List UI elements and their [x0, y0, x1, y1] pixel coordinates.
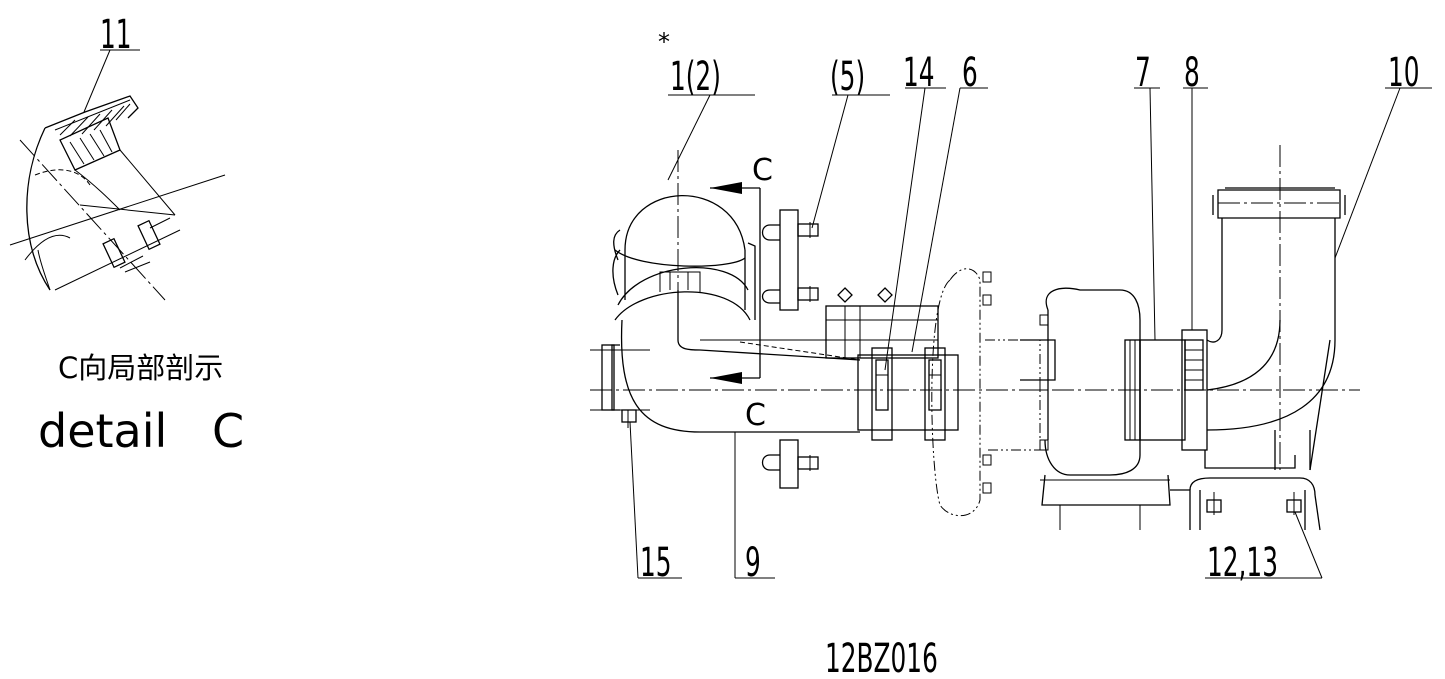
- bracket: [761, 209, 819, 489]
- elbow-duct: [590, 290, 861, 433]
- hose-clamps: [825, 287, 959, 441]
- callout-10: 10: [1388, 49, 1420, 96]
- callout-11: 11: [100, 11, 132, 58]
- detail-en-word: detail: [38, 404, 167, 458]
- leader-lines: [629, 87, 1432, 579]
- outlet-elbow: [1206, 187, 1346, 471]
- section-mark-upper: C: [752, 153, 773, 188]
- callout-5: (5): [830, 53, 865, 100]
- main-assembly: [590, 87, 1432, 579]
- section-mark-lower: C: [745, 398, 766, 433]
- air-cleaner: [612, 182, 761, 384]
- callout-9: 9: [745, 539, 761, 586]
- callout-7: 7: [1135, 49, 1151, 96]
- callout-14: 14: [903, 49, 935, 96]
- callout-6: 6: [962, 49, 978, 96]
- callout-8: 8: [1184, 49, 1200, 96]
- callout-12-13: 12,13: [1207, 539, 1278, 586]
- drawing-number: 12BZ016: [825, 635, 938, 679]
- base-bracket: [1170, 450, 1321, 531]
- callout-15: 15: [640, 539, 672, 586]
- compressor-housing: [1020, 287, 1171, 530]
- detail-c-view: [9, 49, 226, 301]
- detail-en-letter: C: [212, 404, 244, 458]
- callout-1-2: 1(2): [670, 53, 721, 100]
- coupling: [1139, 329, 1208, 451]
- detail-cn-label: C向局部剖示: [58, 351, 223, 385]
- turbo-flange-phantom: [931, 268, 1041, 517]
- callout-1-2-asterisk: *: [658, 28, 670, 56]
